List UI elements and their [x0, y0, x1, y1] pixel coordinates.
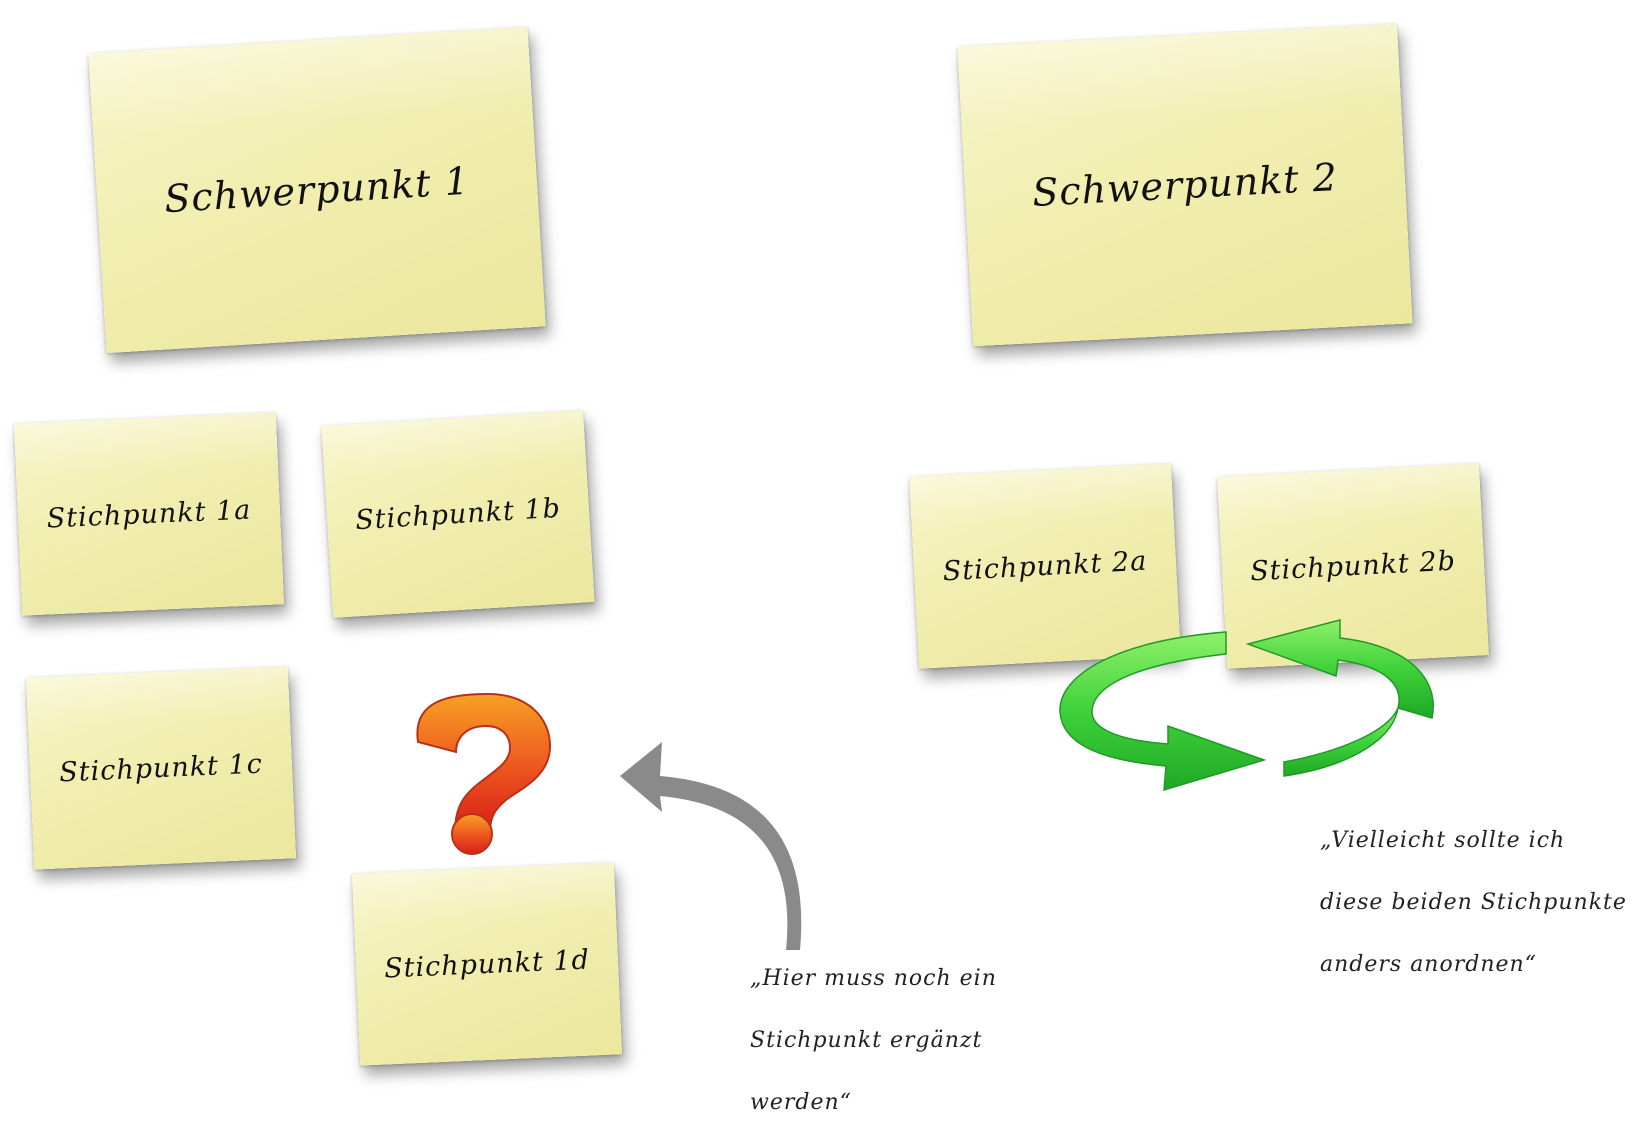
comment-missing-line-2: Stichpunkt ergänzt: [750, 1028, 983, 1053]
circular-swap-arrows-icon: [1059, 619, 1434, 792]
comment-reorder-bullets: „Vielleicht sollte ich diese beiden Stic…: [1320, 810, 1627, 996]
comment-missing-line-1: „Hier muss noch ein: [750, 966, 997, 991]
curved-arrow-icon: [620, 742, 802, 950]
question-mark-icon: [416, 692, 552, 855]
comment-reorder-line-1: „Vielleicht sollte ich: [1320, 828, 1566, 853]
comment-reorder-line-3: anders anordnen“: [1320, 952, 1537, 977]
comment-reorder-line-2: diese beiden Stichpunkte: [1320, 890, 1627, 915]
comment-missing-line-3: werden“: [750, 1090, 852, 1115]
comment-missing-bullet: „Hier muss noch ein Stichpunkt ergänzt w…: [750, 948, 997, 1134]
